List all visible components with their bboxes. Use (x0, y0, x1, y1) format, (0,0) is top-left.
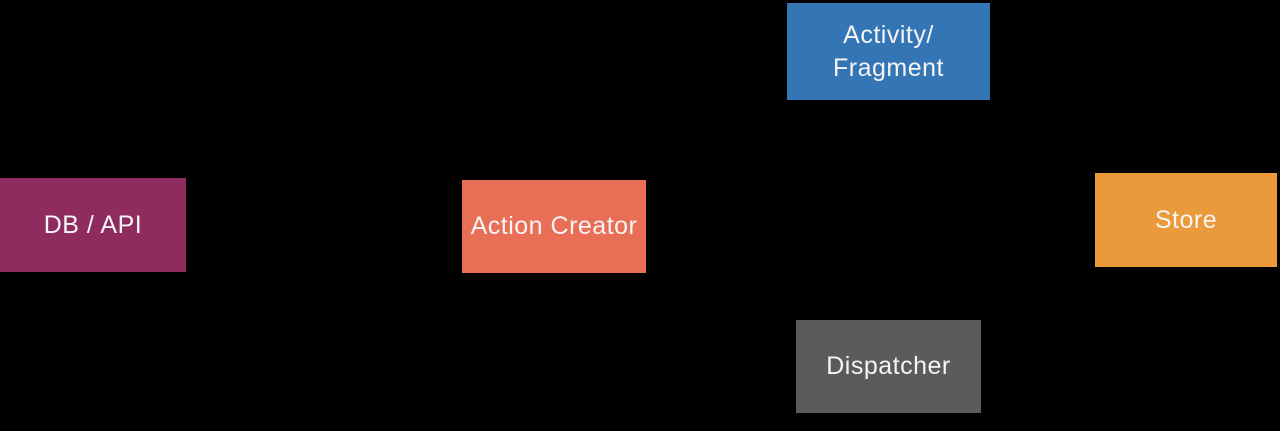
node-dispatcher-label: Dispatcher (826, 352, 951, 381)
node-activity-fragment-label: Activity/ Fragment (833, 21, 944, 82)
node-db-api-label: DB / API (43, 210, 143, 239)
node-activity-fragment: Activity/ Fragment (787, 3, 990, 100)
node-action-creator-label: Action Creator (470, 212, 638, 241)
node-dispatcher: Dispatcher (796, 320, 981, 413)
node-store: Store (1095, 173, 1277, 267)
node-store-label: Store (1154, 205, 1218, 234)
node-action-creator: Action Creator (462, 180, 646, 273)
node-db-api: DB / API (0, 178, 186, 272)
